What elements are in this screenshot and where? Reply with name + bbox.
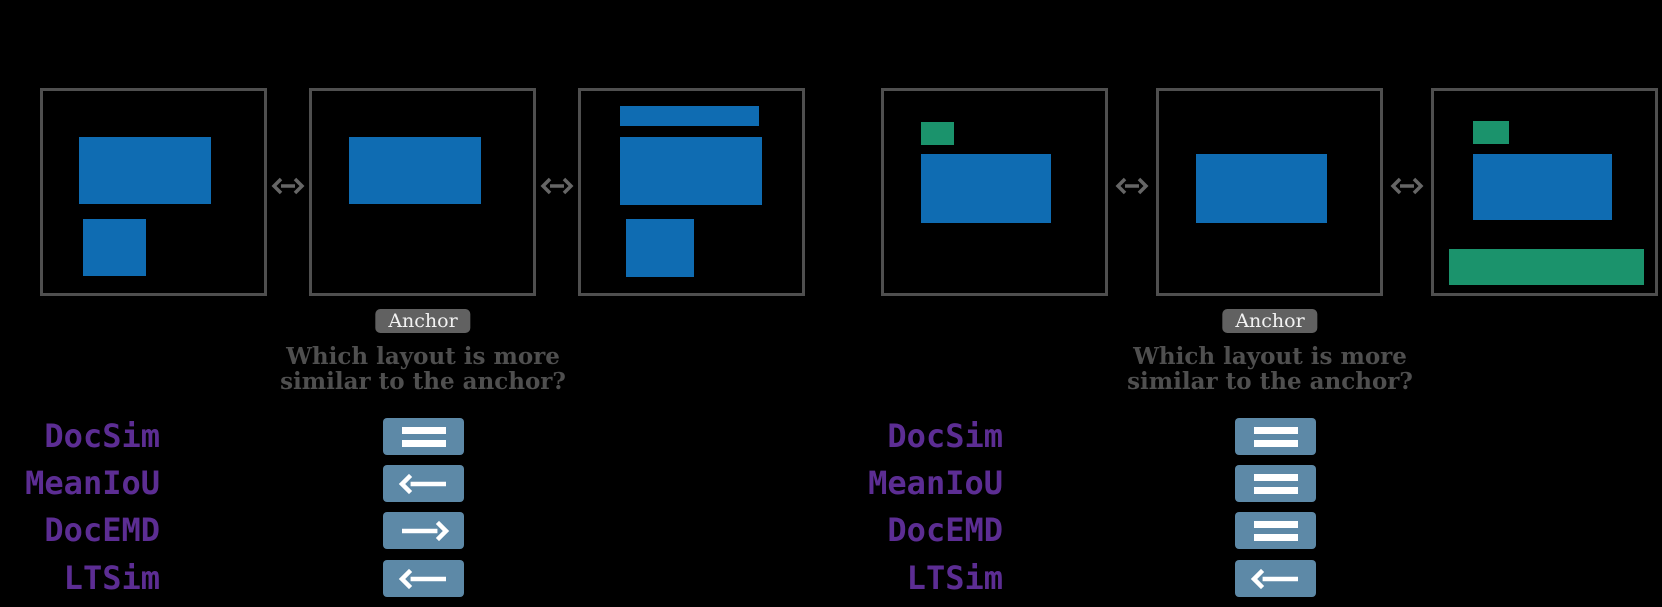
equals-icon-bar: [1253, 439, 1298, 447]
metric-label-docemd: DocEMD: [887, 511, 1003, 549]
metric-label-meaniou: MeanIoU: [868, 464, 1003, 502]
anchor-badge: Anchor: [375, 309, 471, 333]
equals-icon-bar: [401, 426, 446, 434]
metric-label-meaniou: MeanIoU: [25, 464, 160, 502]
metric-label-ltsim: LTSim: [63, 559, 160, 597]
metric-label-docsim: DocSim: [44, 417, 160, 455]
blue-block: [620, 137, 762, 205]
verdict-button-left: [1235, 560, 1316, 597]
verdict-button-equal: [1235, 465, 1316, 502]
layout-box: [578, 88, 805, 296]
arrow-right-icon: [401, 520, 449, 541]
blue-block: [79, 137, 211, 204]
verdict-button-left: [383, 560, 464, 597]
double-arrow-icon: [1115, 177, 1149, 195]
equals-icon-bar: [1253, 486, 1298, 494]
question-line-2: similar to the anchor?: [1127, 368, 1413, 395]
green-block: [1449, 249, 1644, 285]
compare-double-arrow-icon: [1389, 177, 1425, 199]
verdict-button-equal: [1235, 512, 1316, 549]
layout-box: [40, 88, 267, 296]
compare-double-arrow-icon: [539, 177, 575, 199]
blue-block: [620, 106, 759, 126]
arrow-left-icon: [398, 473, 446, 494]
green-block: [921, 122, 954, 145]
blue-block: [83, 219, 146, 276]
compare-double-arrow-icon: [270, 177, 306, 199]
verdict-button-equal: [1235, 418, 1316, 455]
equals-icon-bar: [1253, 533, 1298, 541]
double-arrow-icon: [271, 177, 305, 195]
blue-block: [1196, 154, 1327, 223]
blue-block: [1473, 154, 1612, 220]
verdict-button-right: [383, 512, 464, 549]
blue-block: [349, 137, 481, 204]
equals-icon-bar: [1253, 520, 1298, 528]
double-arrow-icon: [1390, 177, 1424, 195]
arrow-left-icon: [1250, 568, 1298, 589]
arrow-left-icon: [398, 568, 446, 589]
layout-box: [881, 88, 1108, 296]
anchor-layout-box: [309, 88, 536, 296]
verdict-button-left: [383, 465, 464, 502]
double-arrow-icon: [540, 177, 574, 195]
question-line-1: Which layout is more: [1133, 343, 1407, 370]
anchor-layout-box: [1156, 88, 1383, 296]
metric-label-ltsim: LTSim: [906, 559, 1003, 597]
green-block: [1473, 121, 1509, 144]
equals-icon-bar: [1253, 473, 1298, 481]
metric-label-docsim: DocSim: [887, 417, 1003, 455]
layout-box: [1431, 88, 1658, 296]
compare-double-arrow-icon: [1114, 177, 1150, 199]
anchor-badge: Anchor: [1222, 309, 1318, 333]
question-line-1: Which layout is more: [286, 343, 560, 370]
equals-icon-bar: [1253, 426, 1298, 434]
blue-block: [626, 219, 694, 277]
question-line-2: similar to the anchor?: [280, 368, 566, 395]
blue-block: [921, 154, 1051, 223]
equals-icon-bar: [401, 439, 446, 447]
verdict-button-equal: [383, 418, 464, 455]
metric-label-docemd: DocEMD: [44, 511, 160, 549]
